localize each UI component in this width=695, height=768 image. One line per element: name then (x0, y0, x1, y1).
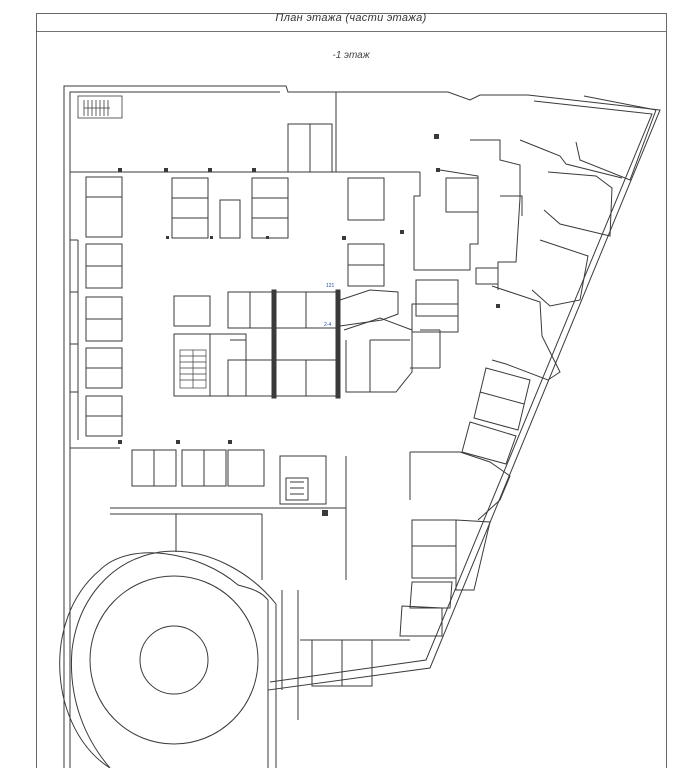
room-label: 2-4 (324, 322, 331, 328)
parking-bays-right (399, 367, 531, 637)
upper-right-block (413, 95, 657, 381)
room-label: 121 (326, 283, 335, 289)
ramp-inner-core (139, 625, 209, 695)
central-core (173, 289, 341, 399)
spiral-ramp (59, 550, 299, 768)
parking-bay (85, 176, 123, 238)
column-markers (118, 134, 500, 516)
sheet-title: План этажа (части этажа) (275, 12, 427, 24)
parking-bays-left (70, 176, 123, 440)
stair-center (179, 349, 207, 389)
parking-bays-bottom (70, 447, 410, 687)
floor-label: -1 этаж (332, 50, 370, 61)
ramp-outer-ring (89, 575, 259, 745)
parking-bays-top (70, 92, 420, 287)
building-outline (63, 85, 661, 768)
stair-top-left (77, 95, 123, 119)
sheet-frame (36, 13, 667, 768)
mid-right-units (339, 279, 459, 393)
